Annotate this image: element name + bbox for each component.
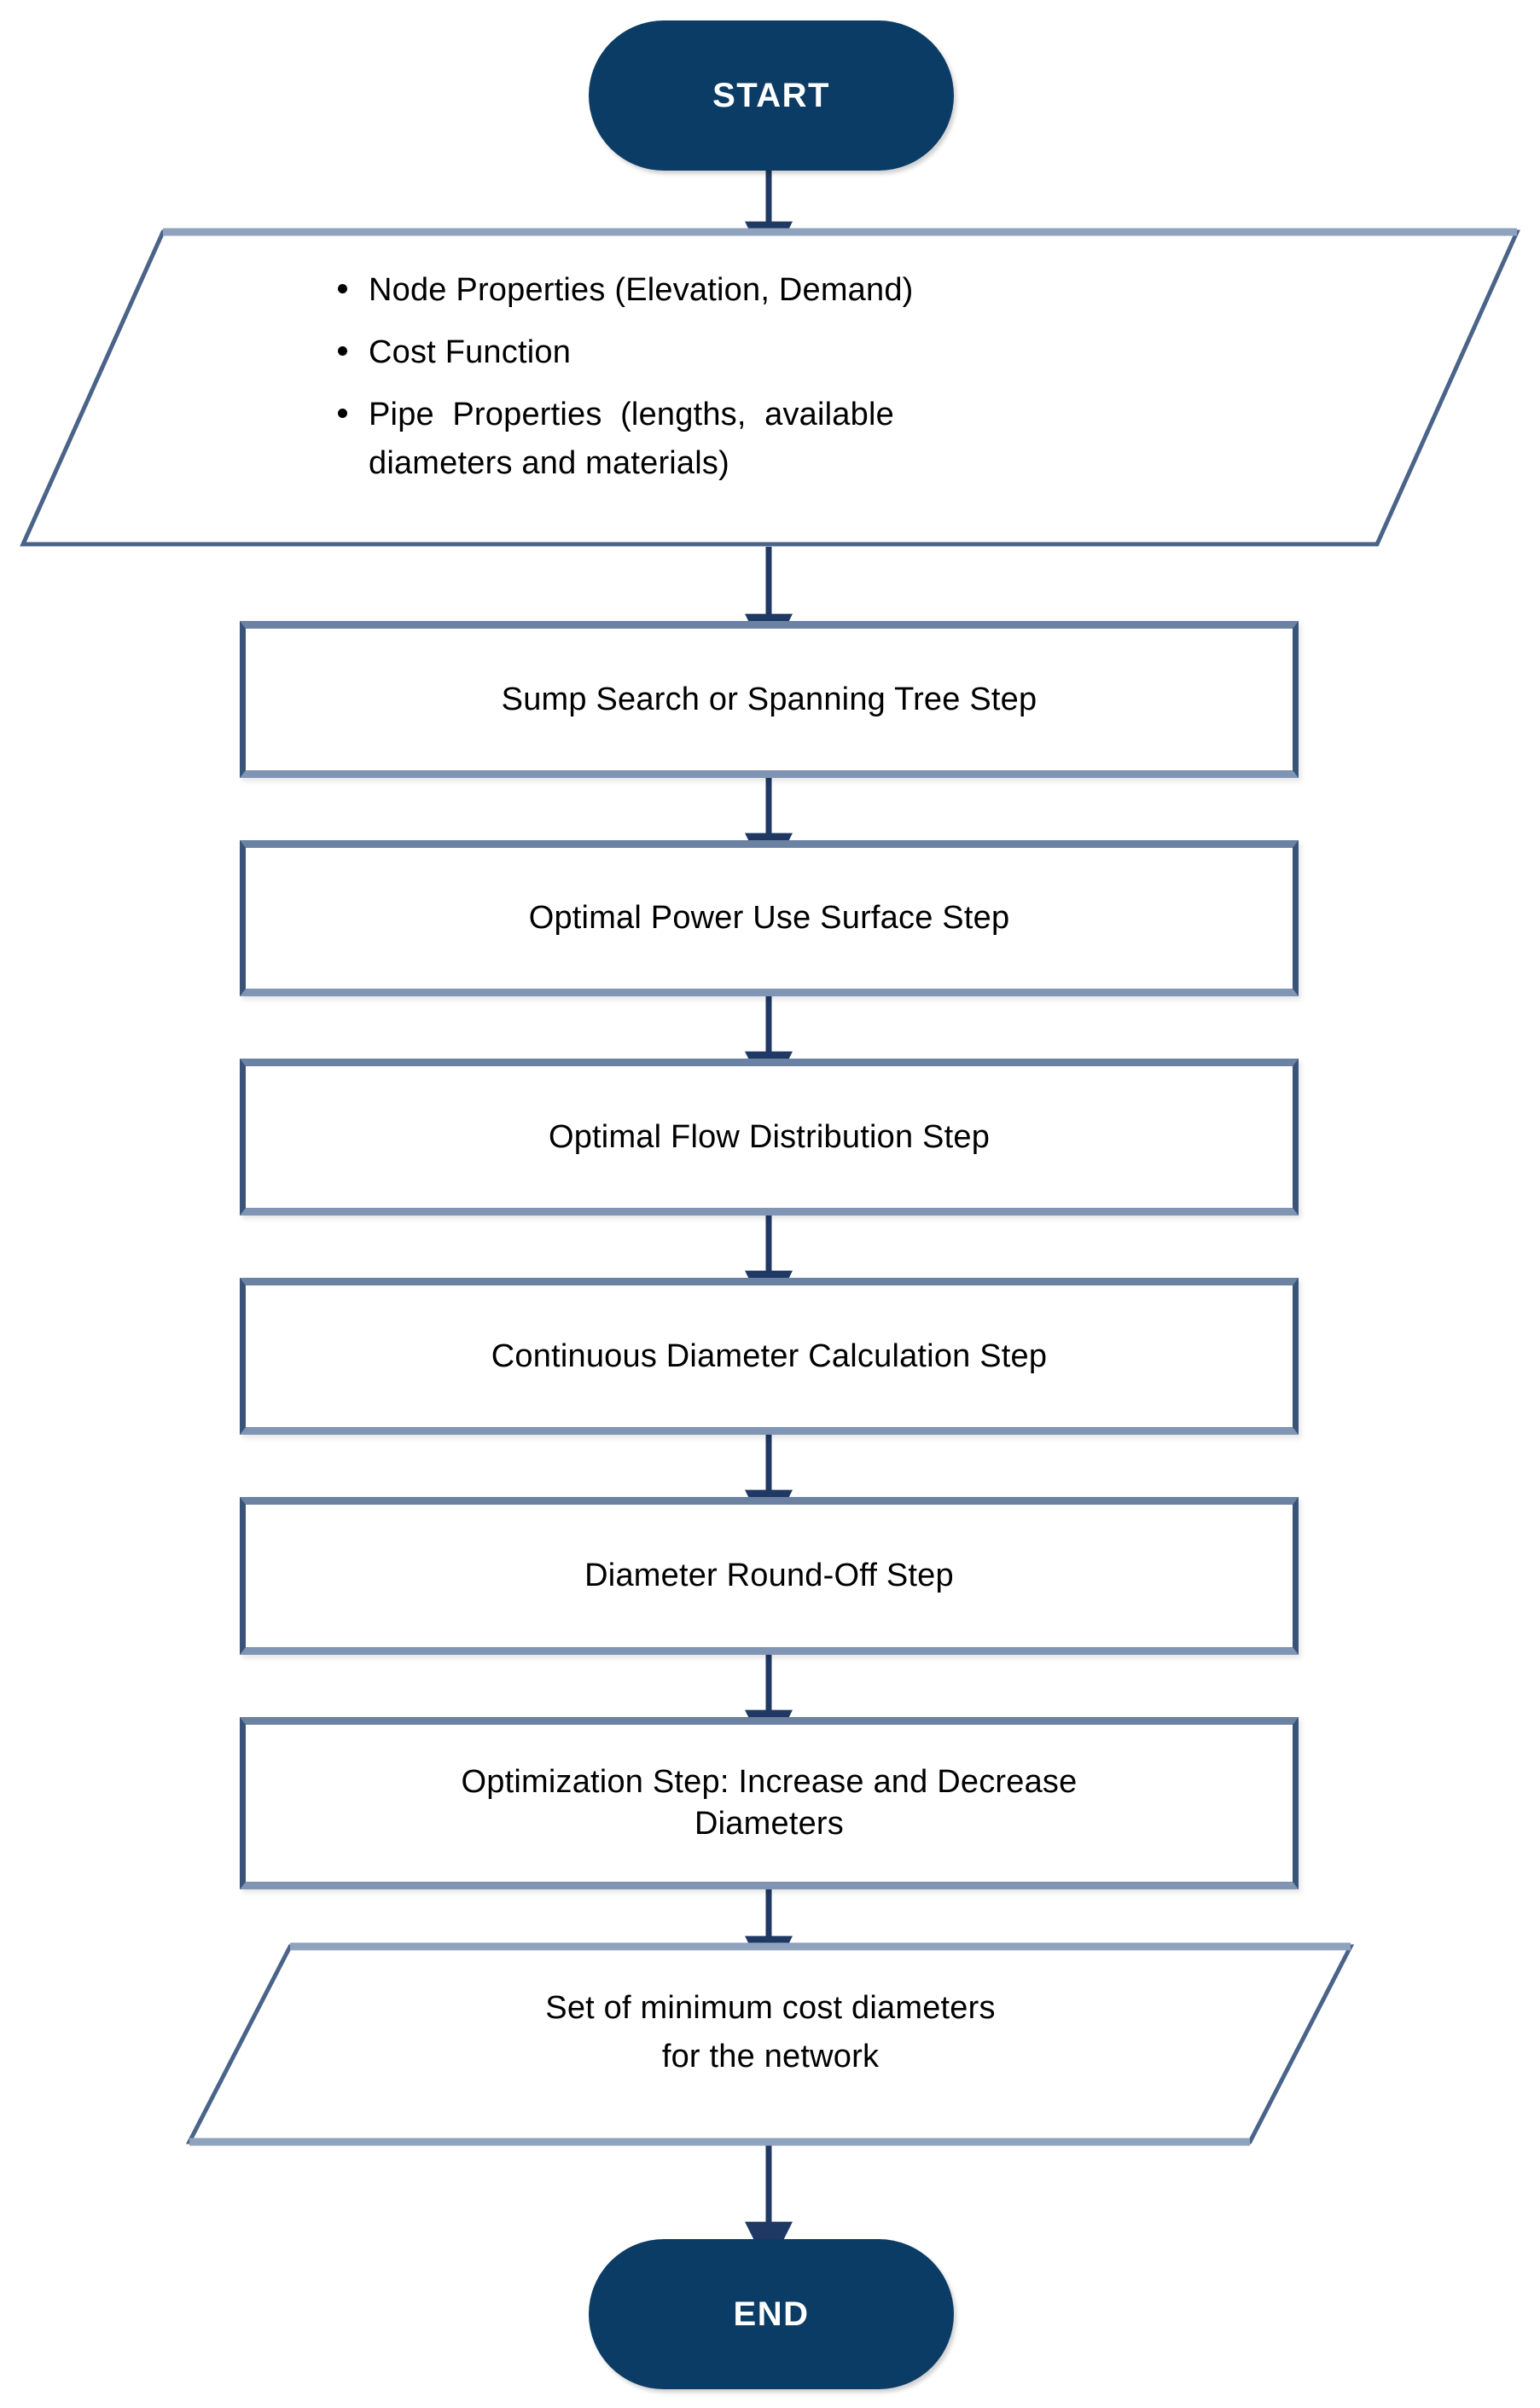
process-box-diameter-round-off[interactable]: Diameter Round-Off Step <box>240 1497 1299 1655</box>
terminator-end[interactable]: END <box>589 2239 954 2389</box>
data-input-shape[interactable]: Node Properties (Elevation, Demand) Cost… <box>0 228 1540 549</box>
data-input-text: Node Properties (Elevation, Demand) Cost… <box>333 266 1212 488</box>
process-box-sump-search[interactable]: Sump Search or Spanning Tree Step <box>240 621 1299 778</box>
process-box-diameter-round-off-label: Diameter Round-Off Step <box>584 1558 954 1594</box>
input-bullet-item-3: Pipe Properties (lengths, available diam… <box>333 391 1212 488</box>
process-box-optimization-step[interactable]: Optimization Step: Increase and Decrease… <box>240 1717 1299 1889</box>
input-bullet-item-1: Node Properties (Elevation, Demand) <box>333 266 1212 315</box>
input-bullet-item-2: Cost Function <box>333 328 1212 377</box>
terminator-end-label: END <box>733 2295 810 2333</box>
input-bullet-item-3-line2: diameters and materials) <box>369 445 729 481</box>
data-output-shape[interactable]: Set of minimum cost diameters for the ne… <box>0 1942 1540 2148</box>
process-box-optimal-flow-distribution[interactable]: Optimal Flow Distribution Step <box>240 1059 1299 1216</box>
data-output-text: Set of minimum cost diameters for the ne… <box>344 1984 1197 2081</box>
process-box-optimization-step-line2: Diameters <box>694 1806 844 1842</box>
process-box-optimization-step-line1: Optimization Step: Increase and Decrease <box>461 1764 1078 1801</box>
input-bullet-list: Node Properties (Elevation, Demand) Cost… <box>333 266 1212 488</box>
data-output-line2: for the network <box>661 2039 880 2074</box>
process-box-continuous-diameter-calculation-label: Continuous Diameter Calculation Step <box>491 1337 1048 1374</box>
process-box-optimal-power-use-surface-label: Optimal Power Use Surface Step <box>528 900 1010 937</box>
terminator-start[interactable]: START <box>589 20 954 171</box>
process-box-continuous-diameter-calculation[interactable]: Continuous Diameter Calculation Step <box>240 1278 1299 1435</box>
data-output-outline <box>185 1942 1355 2146</box>
data-output-line1: Set of minimum cost diameters <box>545 1990 996 2026</box>
data-input-outline <box>20 228 1520 547</box>
process-box-optimization-step-label: Optimization Step: Increase and Decrease… <box>439 1761 1100 1844</box>
process-box-sump-search-label: Sump Search or Spanning Tree Step <box>501 681 1037 717</box>
input-bullet-item-3-line1: Pipe Properties (lengths, available <box>369 397 894 432</box>
process-box-optimal-flow-distribution-label: Optimal Flow Distribution Step <box>548 1118 991 1155</box>
terminator-start-label: START <box>712 76 830 114</box>
process-box-optimal-power-use-surface[interactable]: Optimal Power Use Surface Step <box>240 840 1299 996</box>
